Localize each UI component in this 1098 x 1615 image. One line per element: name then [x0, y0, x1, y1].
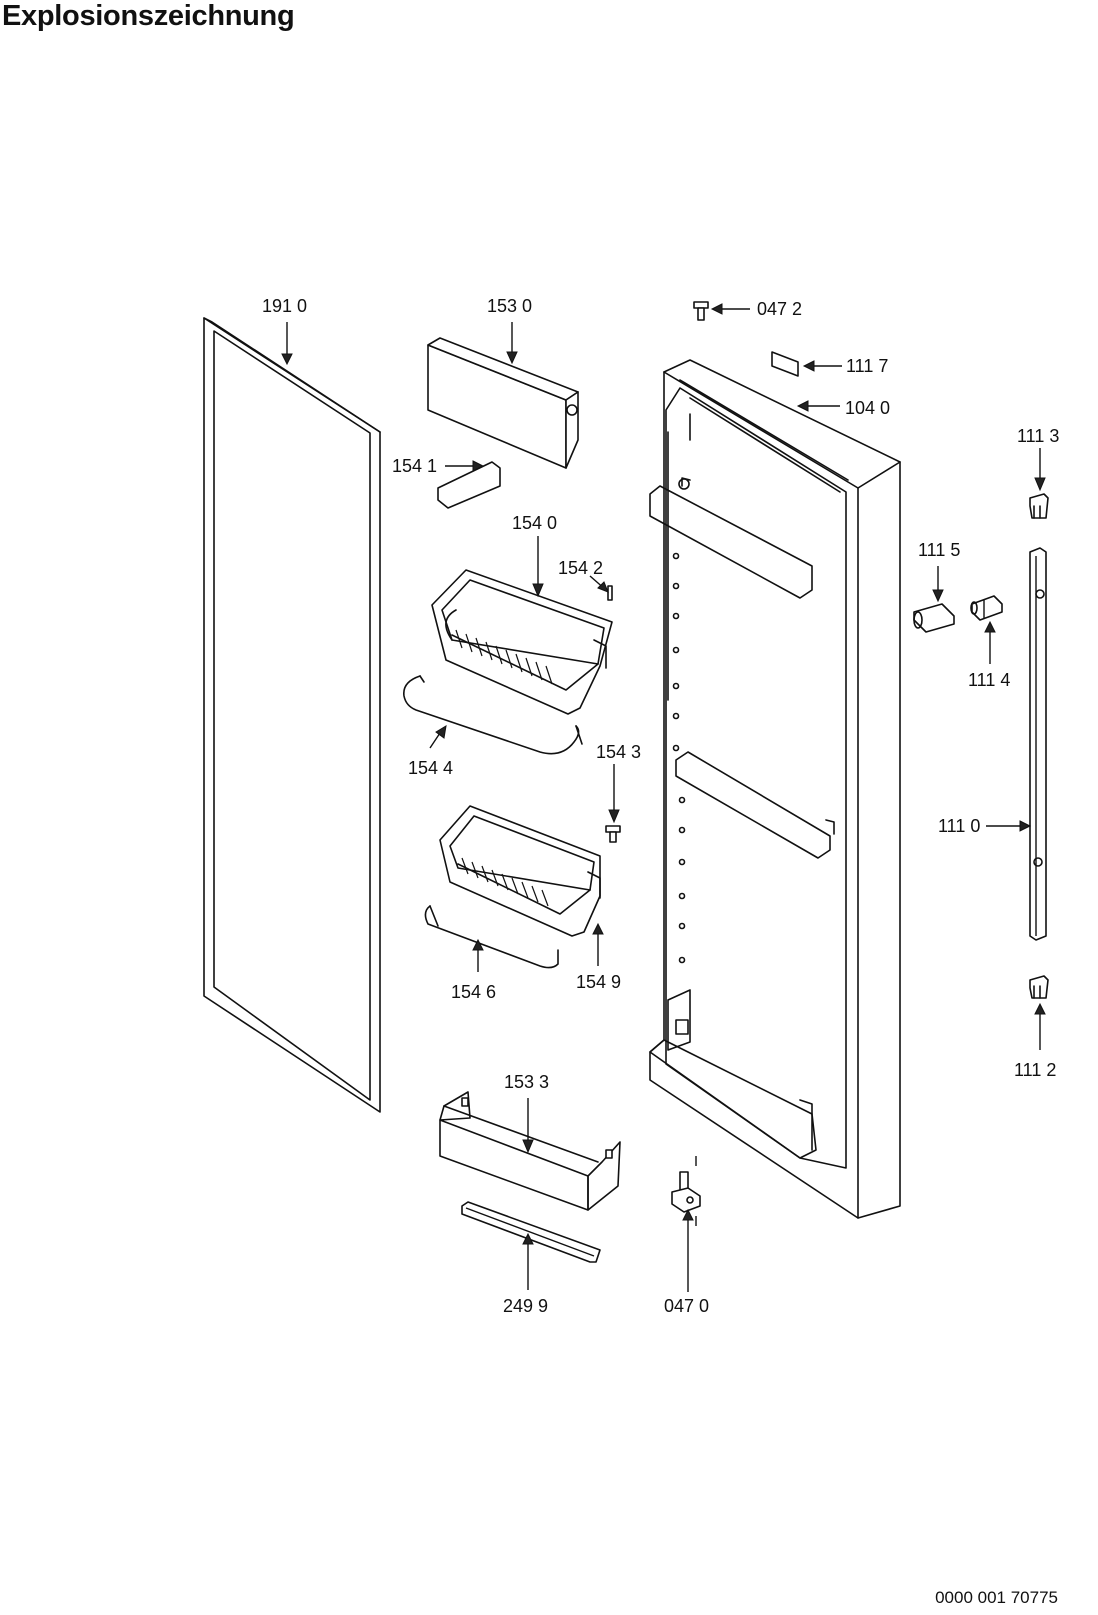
part-label: 154 4 — [408, 758, 453, 778]
screw-top-part[interactable] — [693, 301, 709, 321]
part-label: 154 0 — [512, 513, 557, 533]
part-label: 111 3 — [1017, 426, 1059, 446]
bin-lower-part[interactable] — [439, 805, 601, 937]
handle-cap-bottom-part[interactable] — [1029, 975, 1049, 999]
top-cover-part[interactable] — [427, 337, 579, 469]
clip-part[interactable] — [437, 461, 501, 509]
bin-upper-part[interactable] — [431, 569, 613, 715]
part-label: 154 6 — [451, 982, 496, 1002]
part-label: 104 0 — [845, 398, 890, 418]
part-label: 154 2 — [558, 558, 603, 578]
part-label: 154 9 — [576, 972, 621, 992]
handle-cap-top-part[interactable] — [1029, 493, 1049, 519]
part-label: 111 0 — [938, 816, 980, 836]
handle-bar-part[interactable] — [1029, 547, 1047, 941]
part-label: 047 0 — [664, 1296, 709, 1316]
part-label: 191 0 — [262, 296, 307, 316]
part-label: 153 3 — [504, 1072, 549, 1092]
part-label: 111 5 — [918, 540, 960, 560]
hinge-pin-part[interactable] — [671, 1156, 701, 1226]
handle-insert-b-part[interactable] — [970, 595, 1003, 621]
wire-upper-part[interactable] — [403, 675, 583, 755]
badge-part[interactable] — [771, 351, 799, 377]
handle-insert-a-part[interactable] — [913, 603, 955, 633]
part-label: 111 7 — [846, 356, 888, 376]
pin-part[interactable] — [607, 585, 613, 601]
part-label: 154 3 — [596, 742, 641, 762]
part-label: 111 4 — [968, 670, 1010, 690]
page-title: Explosionszeichnung — [2, 0, 295, 32]
wire-lower-part[interactable] — [424, 905, 559, 969]
gasket-part[interactable] — [203, 317, 381, 1113]
trim-strip-part[interactable] — [461, 1201, 601, 1263]
part-label: 249 9 — [503, 1296, 548, 1316]
screw-mid-part[interactable] — [605, 825, 621, 843]
part-label: 047 2 — [757, 299, 802, 319]
part-label: 154 1 — [392, 456, 437, 476]
door-panel-part[interactable] — [649, 359, 901, 1219]
bottle-shelf-part[interactable] — [439, 1091, 621, 1211]
document-number: 0000 001 70775 — [935, 1588, 1058, 1607]
part-label: 111 2 — [1014, 1060, 1056, 1080]
part-label: 153 0 — [487, 296, 532, 316]
